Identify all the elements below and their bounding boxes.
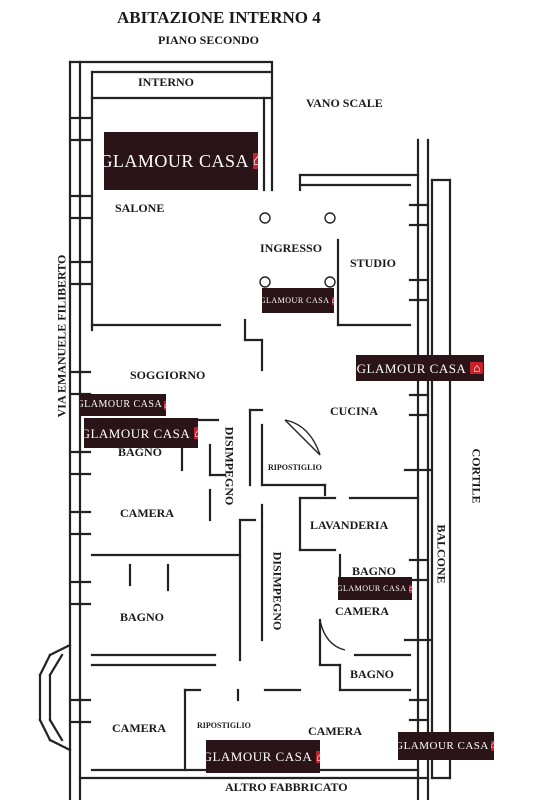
watermark-text: GLAMOUR CASA [80, 399, 163, 410]
watermark-text: GLAMOUR CASA [356, 360, 467, 376]
room-label-disimpegno-2: DISIMPEGNO [270, 551, 285, 631]
watermark-text: GLAMOUR CASA [398, 739, 489, 752]
altro-fabbricato-label: ALTRO FABBRICATO [225, 780, 348, 794]
watermark-logo: GLAMOUR CASA ⌂ [262, 288, 334, 313]
street-label: VIA EMANUELE FILIBERTO [54, 254, 69, 418]
room-label-disimpegno-1: DISIMPEGNO [222, 426, 237, 506]
room-label-ripostiglio-2: RIPOSTIGLIO [197, 721, 251, 730]
room-label-ingresso: INGRESSO [260, 241, 323, 255]
watermark-logo: GLAMOUR CASA ⌂ [356, 355, 484, 381]
watermark-logo: GLAMOUR CASA ⌂ [206, 740, 320, 773]
room-label-lavanderia: LAVANDERIA [310, 518, 389, 532]
plan-subtitle: PIANO SECONDO [158, 33, 260, 47]
house-icon: ⌂ [252, 153, 258, 169]
house-icon: ⌂ [316, 750, 320, 763]
room-label-salone: SALONE [115, 201, 165, 215]
house-icon: ⌂ [470, 362, 484, 374]
room-label-bagno-3: BAGNO [120, 610, 165, 624]
cortile-label: CORTILE [469, 448, 484, 504]
house-icon: ⌂ [194, 427, 198, 439]
watermark-logo: GLAMOUR CASA ⌂ [84, 418, 198, 448]
watermark-text: GLAMOUR CASA [338, 583, 407, 593]
room-label-camera-4: CAMERA [308, 724, 362, 738]
room-label-bagno-2: BAGNO [352, 564, 397, 578]
room-label-soggiorno: SOGGIORNO [130, 368, 206, 382]
plan-title: ABITAZIONE INTERNO 4 [117, 8, 321, 27]
room-label-cucina: CUCINA [330, 404, 378, 418]
balcone-label: BALCONE [434, 524, 449, 584]
house-icon: ⌂ [490, 741, 494, 751]
house-icon: ⌂ [408, 583, 412, 593]
watermark-logo: GLAMOUR CASA ⌂ [80, 394, 166, 416]
watermark-text: GLAMOUR CASA [262, 295, 330, 305]
house-icon: ⌂ [164, 400, 166, 410]
watermark-logo: GLAMOUR CASA ⌂ [338, 577, 412, 600]
watermark-text: GLAMOUR CASA [206, 749, 313, 764]
room-label-camera-2: CAMERA [335, 604, 389, 618]
room-label-ripostiglio-1: RIPOSTIGLIO [268, 463, 322, 472]
room-label-bagno-4: BAGNO [350, 667, 395, 681]
room-label-camera-1: CAMERA [120, 506, 174, 520]
watermark-logo: GLAMOUR CASA ⌂ [104, 132, 258, 190]
room-label-interno: INTERNO [138, 75, 195, 89]
house-icon: ⌂ [331, 296, 334, 305]
room-label-bagno-1: BAGNO [118, 445, 163, 459]
room-label-vano-scale: VANO SCALE [306, 96, 383, 110]
room-label-camera-3: CAMERA [112, 721, 166, 735]
watermark-logo: GLAMOUR CASA ⌂ [398, 732, 494, 760]
watermark-text: GLAMOUR CASA [104, 151, 249, 171]
watermark-text: GLAMOUR CASA [84, 425, 191, 441]
room-label-studio: STUDIO [350, 256, 397, 270]
